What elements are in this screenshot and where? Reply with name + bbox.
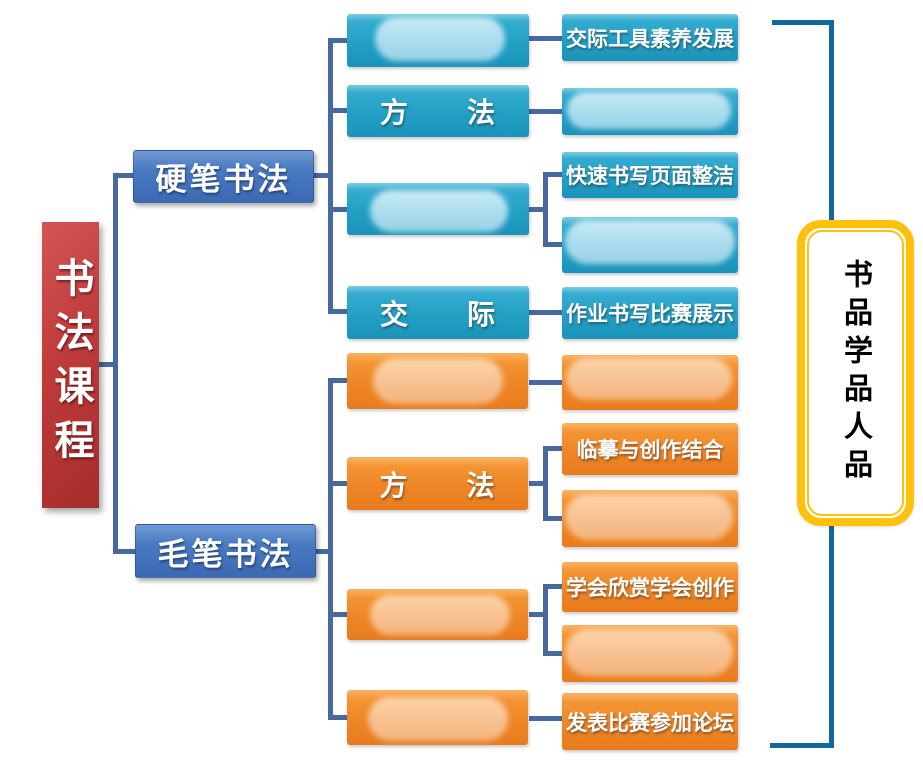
redaction-blob	[565, 220, 735, 264]
bracket-line	[772, 20, 834, 25]
connector-line	[543, 446, 562, 451]
connector-line	[113, 173, 135, 178]
theme-label: 书品学品人品	[839, 259, 872, 487]
connector-line	[315, 549, 332, 554]
node-brush-branch: 毛笔书法	[135, 524, 316, 578]
node-method: 方 法	[347, 457, 528, 510]
bracket-line	[770, 743, 834, 748]
node-fast-neat-writing: 快速书写页面整洁	[562, 152, 738, 198]
connector-line	[328, 207, 347, 212]
connector-line	[328, 481, 347, 486]
connector-line	[328, 38, 333, 314]
connector-line	[543, 446, 548, 521]
redaction-blob	[368, 697, 508, 741]
connector-line	[529, 716, 562, 721]
connector-line	[543, 516, 562, 521]
connector-line	[529, 380, 562, 385]
connector-line	[529, 481, 545, 486]
connector-line	[113, 174, 118, 554]
connector-line	[543, 584, 562, 589]
node-copy-create: 临摹与创作结合	[562, 423, 738, 475]
theme-box-inner-border: 书品学品人品	[807, 230, 904, 516]
connector-line	[113, 549, 137, 554]
node-appreciate-create: 学会欣赏学会创作	[562, 562, 738, 612]
connector-line	[328, 715, 347, 720]
redaction-blob	[567, 92, 731, 129]
redaction-blob	[566, 358, 732, 400]
redaction-blob	[373, 358, 503, 404]
connector-line	[328, 309, 347, 314]
node-root-course: 书法课程	[42, 222, 99, 508]
redaction-blob	[375, 17, 505, 61]
connector-line	[529, 310, 562, 315]
connector-line	[543, 584, 548, 656]
connector-line	[543, 172, 562, 177]
theme-box: 书品学品人品	[797, 220, 914, 526]
redaction-blob	[565, 494, 733, 540]
connector-line	[328, 378, 347, 383]
node-homework-contest: 作业书写比赛展示	[562, 287, 738, 339]
connector-line	[328, 38, 347, 43]
connector-line	[543, 651, 562, 656]
redaction-blob	[370, 595, 510, 635]
node-communication-tool: 交际工具素养发展	[562, 14, 738, 61]
connector-line	[529, 612, 545, 617]
connector-line	[99, 362, 117, 367]
redaction-blob	[370, 190, 508, 232]
redaction-blob	[565, 629, 733, 676]
connector-line	[314, 173, 332, 178]
connector-line	[529, 36, 562, 41]
node-hard-pen-branch: 硬笔书法	[133, 150, 314, 203]
connector-line	[529, 109, 562, 114]
node-method: 方 法	[347, 85, 529, 137]
connector-line	[328, 612, 347, 617]
node-communication: 交 际	[347, 286, 529, 339]
connector-line	[328, 108, 347, 113]
connector-line	[529, 207, 545, 212]
connector-line	[328, 378, 333, 720]
node-publish-forum: 发表比赛参加论坛	[562, 693, 738, 750]
connector-line	[543, 172, 548, 247]
connector-line	[543, 242, 562, 247]
